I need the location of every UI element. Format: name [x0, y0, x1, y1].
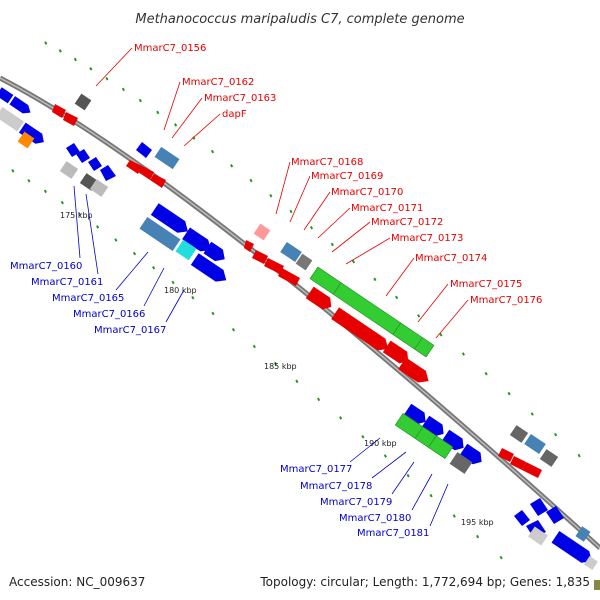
feature-cluster-0168 — [244, 223, 435, 383]
gene-label[interactable]: MmarC7_0165 — [52, 293, 124, 304]
guide-dot — [192, 136, 196, 140]
gene-label[interactable]: MmarC7_0160 — [10, 261, 82, 272]
feature-cluster-right — [498, 425, 559, 478]
scale-label-190: 190 kbp — [364, 439, 397, 448]
guide-dot — [361, 434, 365, 439]
gene-label[interactable]: MmarC7_0173 — [391, 233, 463, 244]
gene-label[interactable]: MmarC7_0180 — [339, 513, 411, 524]
guide-dot — [174, 123, 178, 127]
gene-label[interactable]: dapF — [222, 109, 247, 120]
guide-dot — [43, 189, 47, 194]
scale-label-180: 180 kbp — [164, 286, 197, 295]
gene-label[interactable]: MmarC7_0169 — [311, 171, 383, 182]
gene-label[interactable]: MmarC7_0175 — [450, 279, 522, 290]
guide-dot — [27, 178, 31, 183]
guide-dot — [273, 361, 278, 366]
guide-dot — [289, 209, 293, 214]
feature-track-left-edge — [0, 87, 44, 149]
guide-dot — [317, 397, 321, 402]
guide-dot — [507, 391, 511, 396]
labels-blue-right: MmarC7_0177 MmarC7_0178 MmarC7_0179 Mmar… — [280, 464, 429, 539]
guide-dot — [554, 432, 558, 437]
guide-dot — [96, 225, 100, 229]
guide-dot — [295, 379, 299, 384]
gene-label[interactable]: MmarC7_0171 — [351, 203, 423, 214]
guide-dot — [452, 514, 456, 518]
map-title: Methanococcus maripaludis C7, complete g… — [135, 12, 464, 27]
guide-dot — [373, 277, 377, 282]
guide-dot — [138, 98, 142, 103]
feature-cluster-0177 — [394, 403, 482, 474]
guide-dot — [499, 555, 503, 560]
gene-label[interactable]: MmarC7_0181 — [357, 528, 429, 539]
guide-dot — [114, 238, 118, 242]
guide-dot — [461, 352, 465, 356]
guide-dot — [156, 110, 160, 115]
guide-dot — [230, 163, 234, 168]
guide-dot — [132, 251, 137, 256]
guide-dot — [417, 314, 421, 318]
guide-dot — [211, 311, 215, 316]
scale-label-185: 185 kbp — [264, 362, 297, 371]
gene-label[interactable]: MmarC7_0174 — [415, 253, 487, 264]
labels-red: MmarC7_0156 MmarC7_0162 MmarC7_0163 dapF… — [134, 43, 542, 306]
guide-dot — [476, 534, 480, 539]
guide-dot — [210, 149, 215, 154]
guide-dot — [484, 371, 488, 376]
gene-label[interactable]: MmarC7_0167 — [94, 325, 166, 336]
guide-dot — [339, 416, 343, 420]
guide-dot — [406, 473, 410, 478]
guide-dot — [395, 295, 399, 300]
guide-dot — [577, 453, 581, 458]
guide-dot — [383, 454, 387, 458]
guide-dot — [351, 259, 356, 264]
guide-dot — [78, 212, 82, 217]
guide-dot — [269, 193, 273, 198]
genome-summary-text: Topology: circular; Length: 1,772,694 bp… — [259, 575, 590, 589]
gene-label[interactable]: MmarC7_0156 — [134, 43, 206, 54]
guide-dot — [58, 49, 62, 53]
feature-cluster-0156 — [52, 93, 92, 126]
guide-dot — [439, 332, 443, 337]
leader-lines-red — [95, 47, 469, 339]
guide-dot — [60, 200, 64, 205]
guide-dot — [231, 327, 236, 332]
gene-label[interactable]: MmarC7_0178 — [300, 481, 372, 492]
guide-dot — [89, 67, 93, 71]
gene-label[interactable]: MmarC7_0162 — [182, 77, 254, 88]
guide-dot — [429, 493, 433, 498]
gene-label[interactable]: MmarC7_0179 — [320, 497, 392, 508]
gene-label[interactable]: MmarC7_0163 — [204, 93, 276, 104]
guide-dot — [330, 242, 334, 247]
gene-label[interactable]: MmarC7_0176 — [470, 295, 542, 306]
guide-dots — [11, 41, 581, 560]
accession-text: Accession: NC_009637 — [9, 575, 145, 589]
feature-cluster-0165 — [139, 203, 227, 282]
leader-lines-blue — [73, 185, 449, 527]
feature-cluster-bottom-right — [514, 498, 600, 590]
guide-dot — [121, 87, 125, 92]
guide-dot — [191, 295, 195, 300]
gene-label[interactable]: MmarC7_0166 — [73, 309, 145, 320]
labels-blue-left: MmarC7_0160 MmarC7_0161 MmarC7_0165 Mmar… — [10, 261, 166, 336]
feature-cluster-0162 — [126, 142, 180, 188]
guide-dot — [249, 178, 253, 183]
guide-dot — [530, 412, 534, 416]
guide-dot — [152, 265, 156, 270]
gene-label[interactable]: MmarC7_0177 — [280, 464, 352, 475]
scale-label-195: 195 kbp — [461, 518, 494, 527]
gene-label[interactable]: MmarC7_0168 — [291, 157, 363, 168]
guide-dot — [44, 41, 48, 45]
guide-dot — [105, 76, 109, 81]
guide-dot — [252, 344, 256, 349]
feature-cluster-0160 — [59, 143, 116, 197]
gene-label[interactable]: MmarC7_0170 — [331, 187, 403, 198]
gene-label[interactable]: MmarC7_0161 — [31, 277, 103, 288]
guide-dot — [171, 280, 175, 285]
gene-label[interactable]: MmarC7_0172 — [371, 217, 443, 228]
guide-dot — [309, 225, 314, 230]
guide-dot — [73, 57, 77, 62]
guide-dot — [11, 169, 15, 173]
